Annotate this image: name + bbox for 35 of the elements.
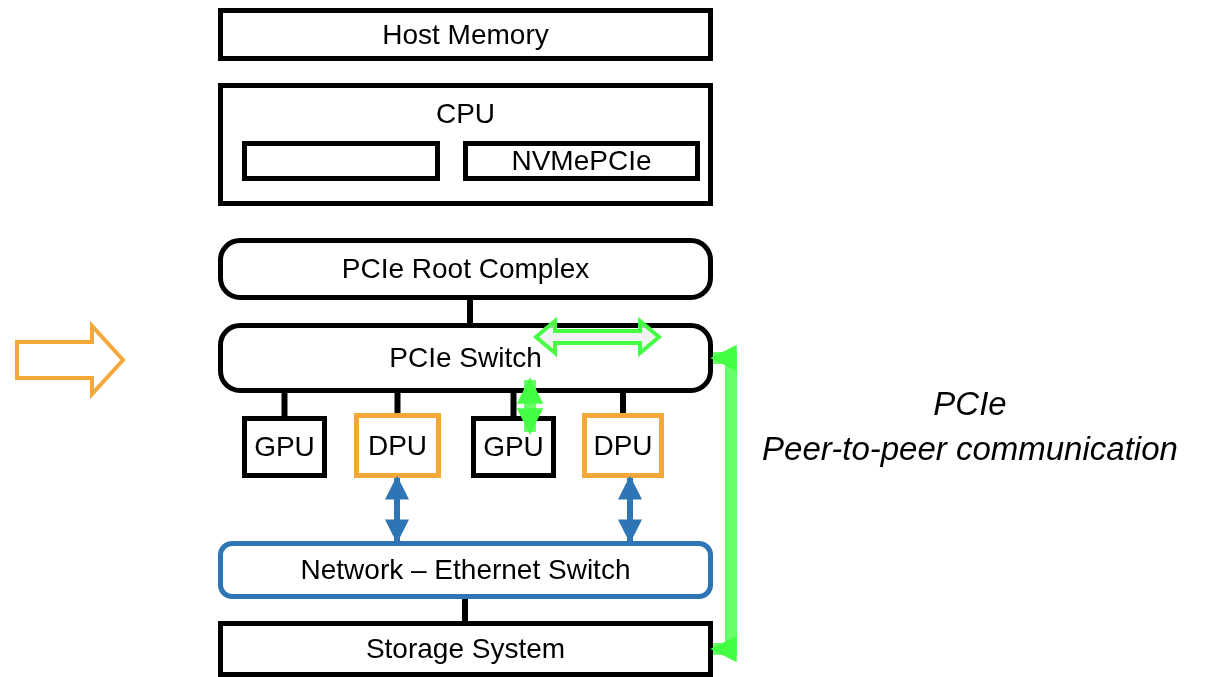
double-arrow [710,344,737,663]
connector-line [281,393,288,416]
node-label: PCIe Root Complex [341,255,590,283]
process-box [242,416,327,478]
connector-line [510,393,517,416]
node-label: DPU [367,431,428,460]
process-box [218,621,713,677]
process-box [218,83,713,206]
empty-box [242,141,440,181]
node-label: Network – Ethernet Switch [300,556,631,584]
node-label: PCIe Switch [389,344,542,372]
process-box [354,413,441,478]
process-box [463,141,700,181]
node-label: Storage System [365,635,566,663]
node-label: GPU [254,433,315,461]
connector-line [462,599,468,621]
connector-line [620,393,626,413]
process-box [471,416,556,478]
process-box [218,8,713,61]
double-arrow [385,475,409,544]
rounded-box [218,238,713,300]
annotation-text: PCIe [933,384,1007,424]
double-arrow [516,377,544,435]
double-arrow [618,475,642,544]
node-label: GPU [483,433,544,461]
connector-line [394,393,401,413]
connector-line [467,300,473,323]
node-label: CPU [435,100,496,128]
process-box [582,413,664,478]
annotation-text: Peer-to-peer communication [762,428,1178,469]
node-label: Host Memory [382,20,549,49]
node-label: NVMePCIe [511,147,652,175]
node-label: DPU [593,431,653,460]
rounded-box [218,323,713,393]
rounded-box [218,541,713,599]
